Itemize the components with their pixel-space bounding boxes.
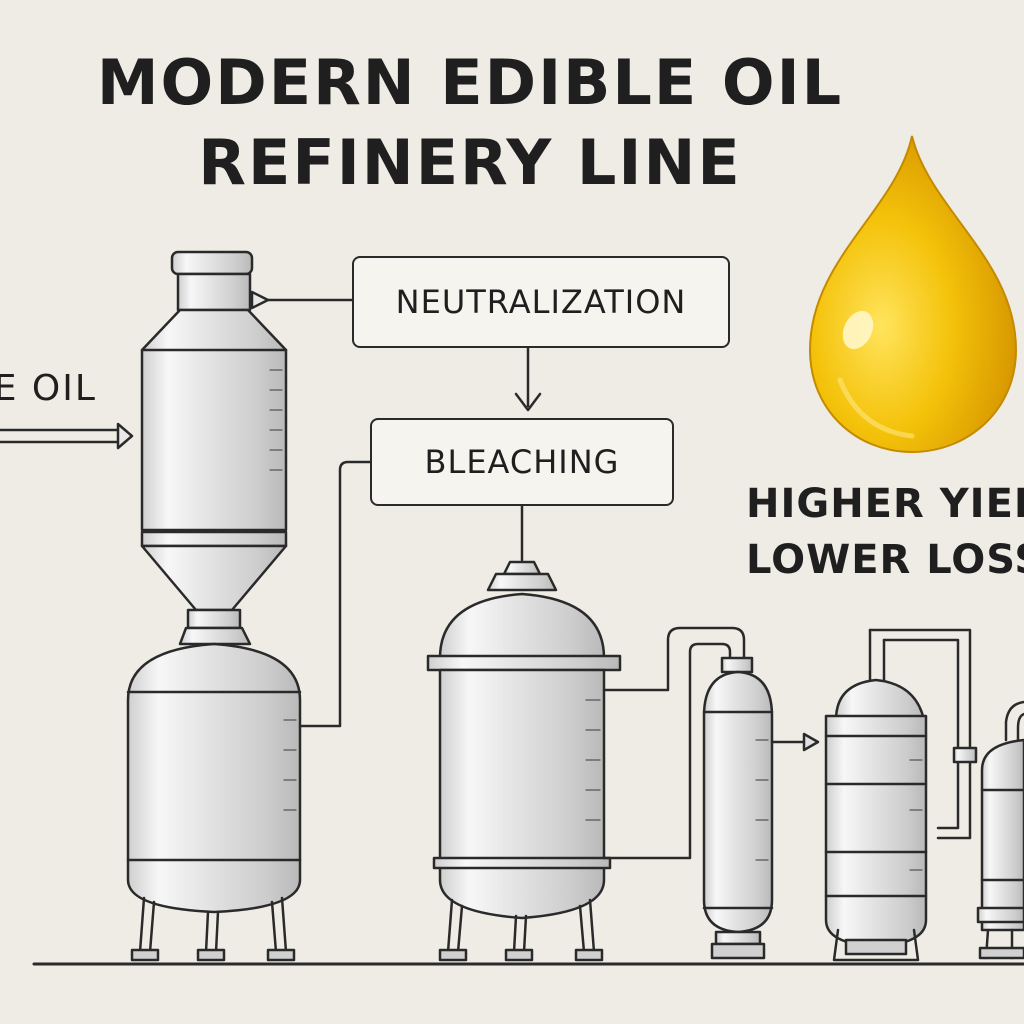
oil-drop-icon [808,135,1018,454]
arrow-to-column-4 [770,732,820,752]
bleaching-tank [426,560,622,962]
neutralization-step-box: NEUTRALIZATION [352,256,730,348]
column-1-lower [126,626,302,962]
shading-hatch [269,369,923,871]
column-3 [702,656,774,960]
inlet-pipe [0,422,134,450]
slogan-line-1: HIGHER YIEL [746,481,1024,527]
column-5 [976,700,1024,960]
bleaching-step-box: BLEACHING [370,418,674,506]
slogan-line-2: LOWER LOSS [746,537,1024,583]
column-4 [824,628,978,962]
column-1-upper [140,250,288,630]
arrow-neutralization-bleaching [514,346,542,412]
bleaching-label: BLEACHING [424,443,620,481]
neutralization-label: NEUTRALIZATION [395,283,687,321]
page-title-line-2: REFINERY LINE [198,126,742,199]
pipe-loop-1 [602,626,746,860]
inlet-label: DE OIL [0,368,97,409]
pipe-to-bleaching [298,460,372,728]
page-title-line-1: MODERN EDIBLE OIL [96,46,844,119]
